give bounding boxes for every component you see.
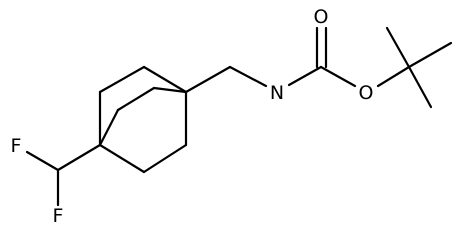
bond-c1-ch2	[184, 65, 232, 94]
bond-c4-c5	[98, 143, 146, 174]
bond-c4-chf2	[56, 143, 102, 172]
bond-c5-c6	[142, 143, 188, 174]
bond-cq-me1	[385, 26, 411, 69]
bond-c7-c8	[116, 86, 156, 112]
atom-label-o-carbonyl: O	[314, 6, 329, 28]
bond-n-c-carbonyl	[287, 65, 323, 87]
bond-cq-me2	[407, 41, 453, 69]
atom-label-f-upper: F	[11, 135, 22, 157]
bond-c2-c3	[98, 65, 146, 94]
atom-label-f-lower: F	[53, 205, 64, 227]
bond-o-ester-cq	[376, 65, 411, 88]
bond-c8-c4	[98, 108, 120, 147]
chemical-structure-diagram: F F N O O	[11, 6, 453, 227]
bond-chf2-f1	[25, 150, 60, 172]
bond-c1-c7	[152, 86, 188, 94]
atom-label-n: N	[270, 82, 284, 104]
atom-label-o-ester: O	[359, 82, 374, 104]
bond-cq-me3	[407, 65, 433, 109]
bond-c1-c2	[142, 65, 188, 94]
bond-carbonyl-c-o-ester	[319, 65, 357, 88]
bond-ch2-n	[228, 65, 268, 88]
